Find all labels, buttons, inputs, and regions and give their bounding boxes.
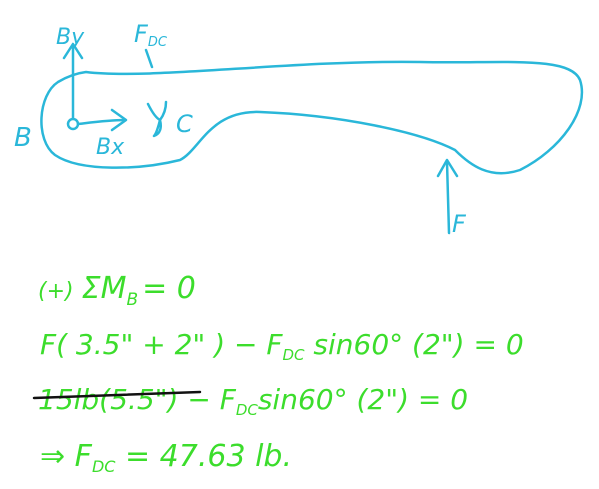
label-bx: Bx <box>96 135 125 160</box>
angle-gamma-mark <box>146 100 168 138</box>
equation-line-1: (+)ΣMB= 0 <box>38 271 196 310</box>
equation-line-4: ⇒ FDC = 47.63 lb. <box>40 439 292 476</box>
bx-arrow <box>76 108 128 132</box>
equations: (+)ΣMB= 0 F( 3.5" + 2" ) − FDC sin60° (2… <box>32 271 524 476</box>
by-arrow <box>62 42 84 120</box>
equation-line-2: F( 3.5" + 2" ) − FDC sin60° (2") = 0 <box>40 328 524 364</box>
equation-line-3: 15lb(5.5") − FDCsin60° (2") = 0 <box>38 383 468 419</box>
member-outline <box>40 60 584 175</box>
f-arrow <box>436 158 459 235</box>
label-by: By <box>56 25 85 50</box>
struck-term: 15lb(5.5") <box>38 383 178 416</box>
strike-through-line <box>32 390 202 400</box>
label-fdc-subscript: DC <box>148 35 168 50</box>
pin-b-circle <box>66 117 80 131</box>
moment-sign-convention: (+) <box>38 279 74 304</box>
label-c: C <box>176 110 193 138</box>
fdc-line-tick <box>144 48 154 69</box>
free-body-diagram: By FDC B Bx C F <box>14 20 584 238</box>
label-b: B <box>14 123 32 153</box>
label-fdc: FDC <box>134 20 168 50</box>
implies-arrow: ⇒ <box>40 439 65 474</box>
label-f: F <box>452 210 467 238</box>
